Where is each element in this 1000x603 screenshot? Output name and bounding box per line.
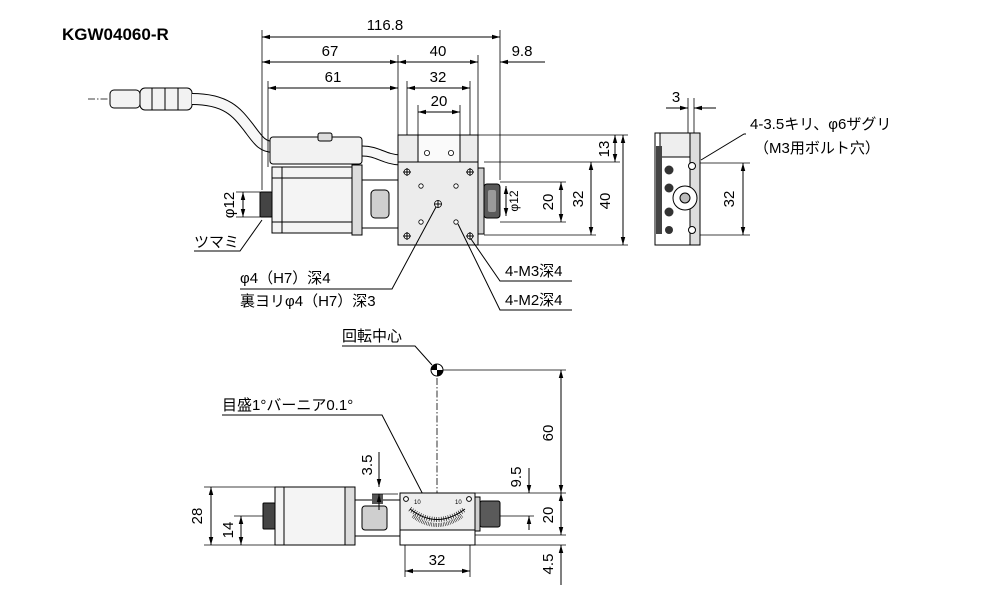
left-knob-dimension: φ12 — [221, 191, 260, 218]
tap-m3-leader — [470, 238, 572, 282]
motor-body — [271, 166, 353, 234]
knob-label: ツマミ — [194, 234, 239, 251]
side-top-block — [659, 132, 691, 158]
stage-side-rail — [477, 167, 485, 235]
dim-14-label: 14 — [220, 522, 237, 539]
front-motor-body — [274, 486, 346, 546]
m2-tap-hole — [418, 219, 424, 225]
dim-3-label: 3 — [672, 89, 680, 106]
hole-crosshairs — [403, 168, 474, 240]
dim-13-label: 13 — [596, 141, 613, 158]
dim-overall-label: 116.8 — [367, 17, 403, 34]
front-lock-knob — [372, 494, 383, 504]
dim-front-32-label: 32 — [429, 552, 446, 569]
bolt-hole — [688, 226, 696, 234]
dim-28-label: 28 — [189, 508, 206, 525]
side-view: 3 4-3.5キリ、φ6ザグリ （M3用ボルト穴） 32 — [654, 89, 891, 246]
cable-stage-fill — [361, 146, 401, 165]
left-knob — [259, 191, 273, 218]
front-stage-top — [399, 492, 476, 531]
right-knob-highlight — [488, 190, 496, 212]
side-screw — [664, 207, 674, 217]
m2-tap-hole — [418, 183, 424, 189]
dim-4-5-label: 4.5 — [540, 554, 557, 575]
hole-back-label: 裏ヨリφ4（H7）深3 — [240, 292, 376, 310]
side-screw — [664, 183, 674, 193]
knob-leader — [194, 219, 263, 252]
rotation-center-leader — [342, 345, 433, 366]
dim-right-label: 9.8 — [512, 43, 533, 60]
front-right-knob — [479, 500, 501, 528]
m2-tap-hole — [453, 183, 459, 189]
dim-40-label: 40 — [597, 193, 614, 210]
rotation-center-fill — [431, 364, 443, 376]
cable-connector-b — [139, 87, 193, 111]
bolt-hole — [688, 162, 696, 170]
tap-m3-label: 4-M3深4 — [505, 263, 563, 280]
cable-fill — [191, 94, 275, 152]
front-screw — [403, 496, 409, 502]
dim-side-32-label: 32 — [721, 191, 738, 208]
bolt-hole-note-sub: （M3用ボルト穴） — [754, 140, 880, 157]
block-screw-hole — [423, 149, 430, 156]
right-dimensions: 13 40 32 20 φ12 — [460, 134, 628, 246]
scale-mark-left: 10 — [414, 500, 421, 506]
dim-left-label: 67 — [322, 43, 339, 60]
dim-knob-right-label: φ12 — [507, 190, 521, 211]
side-bearing-center — [679, 192, 691, 204]
main-scale-arc — [409, 508, 466, 520]
dim-3-5-label: 3.5 — [359, 455, 376, 476]
dim-20-label: 20 — [540, 194, 557, 211]
bolt-hole-leader — [700, 133, 746, 161]
housing-clip — [317, 132, 333, 142]
side-screw — [664, 165, 674, 175]
side-screw — [665, 226, 673, 234]
hole-front-label: φ4（H7）深4 — [240, 270, 331, 287]
dim-9-5-label: 9.5 — [508, 467, 525, 488]
top-view-callouts: ツマミ φ4（H7）深4 裏ヨリφ4（H7）深3 4-M3深4 4-M2深4 — [194, 206, 572, 311]
bolt-hole-note: 4-3.5キリ、φ6ザグリ — [750, 116, 891, 133]
dim-32-label: 32 — [570, 191, 587, 208]
tap-m2-leader — [457, 223, 572, 311]
cable-connector-a — [109, 89, 141, 109]
block-screw-hole — [447, 149, 454, 156]
dim-plate-label: 32 — [430, 69, 447, 86]
cable — [88, 87, 401, 166]
stage-top-block — [417, 134, 461, 163]
dim-20-label: 20 — [540, 507, 557, 524]
dim-center-label: 20 — [431, 93, 448, 110]
dim-stage-label: 40 — [430, 43, 447, 60]
front-coupling — [361, 505, 388, 531]
front-view: 回転中心 目盛1°バーニア0.1° 10 10 28 — [189, 328, 566, 585]
rotation-center-label: 回転中心 — [342, 328, 402, 345]
hole-leader — [240, 206, 437, 290]
front-motor-flange — [344, 486, 356, 546]
motor-flange — [351, 164, 363, 236]
connector-housing — [269, 136, 363, 165]
front-left-knob — [262, 502, 276, 530]
front-stage-rail — [474, 496, 481, 532]
side-rail — [656, 146, 662, 234]
front-stage-base — [399, 529, 476, 546]
model-title: KGW04060-R — [62, 25, 169, 44]
top-view: 116.8 67 40 9.8 61 32 20 13 40 — [88, 17, 628, 311]
dim-motor-label: 61 — [325, 69, 342, 86]
scale-label: 目盛1°バーニア0.1° — [222, 397, 353, 414]
coupling — [370, 189, 390, 219]
scale-leader — [222, 414, 433, 513]
m2-tap-hole — [453, 219, 459, 225]
scale-mark-right: 10 — [455, 500, 462, 506]
dim-60-label: 60 — [540, 425, 557, 442]
tap-m2-label: 4-M2深4 — [505, 292, 563, 309]
dim-knob-left-label: φ12 — [221, 192, 238, 218]
front-screw — [466, 496, 472, 502]
top-dimensions: 116.8 67 40 9.8 61 32 20 — [261, 17, 545, 190]
